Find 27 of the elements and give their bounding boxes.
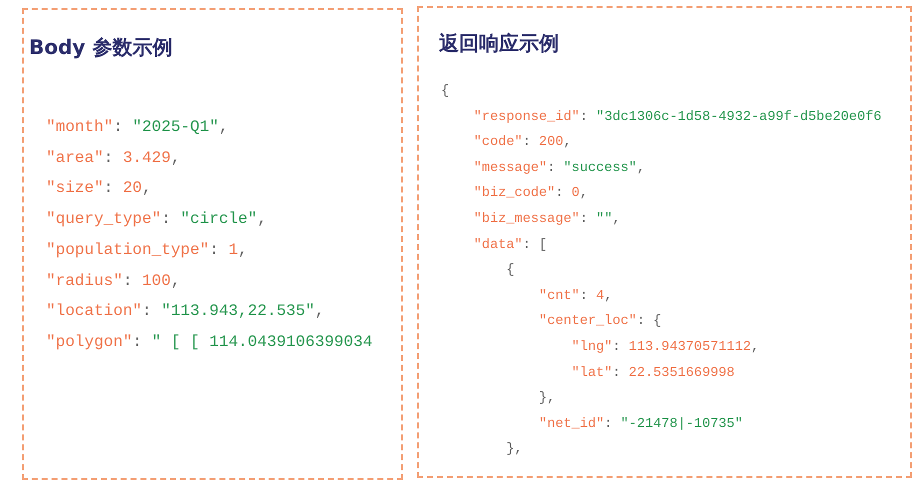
panel-heading: 返回响应示例	[439, 30, 559, 57]
code-line: "area": 3.429,	[46, 148, 180, 167]
code-line: "polygon": " [ [ 114.0439106399034	[46, 332, 372, 351]
code-line: {	[441, 84, 450, 99]
code-line: {	[505, 263, 514, 278]
code-line: "lat": 22.5351669998	[570, 366, 735, 381]
code-line: "center_loc": {	[538, 314, 662, 330]
code-line: "lng": 113.94370571112,	[570, 340, 760, 355]
code-line: },	[505, 442, 523, 458]
code-line: "biz_code": 0,	[472, 186, 588, 202]
code-line: "query_type": "circle",	[46, 210, 267, 228]
code-line: "size": 20,	[46, 179, 152, 198]
code-line: "month": "2025-Q1",	[46, 118, 228, 136]
code-line: "net_id": "-21478|-10735"	[538, 416, 743, 432]
code-line: },	[538, 391, 556, 406]
code-line: "message": "success",	[472, 160, 645, 176]
code-line: "location": "113.943,22.535",	[46, 302, 324, 320]
code-line: "cnt": 4,	[538, 288, 612, 304]
code-line: "code": 200,	[472, 135, 572, 150]
dashed-panel	[22, 8, 403, 480]
dashed-panel	[417, 6, 912, 478]
code-line: "radius": 100,	[46, 272, 180, 290]
code-line: "data": [	[472, 238, 548, 253]
code-line: "population_type": 1,	[46, 240, 248, 259]
code-line: "response_id": "3dc1306c-1d58-4932-a99f-d5be20e0f6	[472, 110, 882, 125]
code-line: "biz_message": "",	[472, 212, 621, 227]
panel-heading: Body 参数示例	[29, 34, 172, 61]
